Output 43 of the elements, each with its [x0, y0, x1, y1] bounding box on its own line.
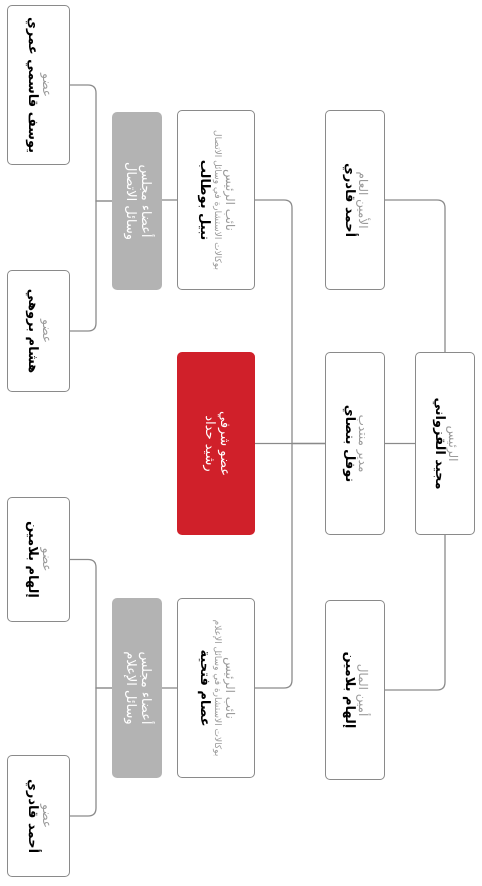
person-name: نوفل بنصاي — [340, 404, 356, 482]
person-box — [7, 755, 70, 877]
role-title: عضو — [39, 319, 53, 343]
role-title: أمين المال — [356, 664, 370, 716]
council-box — [112, 112, 162, 290]
role-title: عضو شرفي — [216, 411, 231, 476]
role-description: بوكالات الاستشارة في وسائل الإعلام — [211, 620, 222, 756]
person-name: إلهام بلامين — [340, 652, 356, 728]
role-title: الرئيس — [446, 426, 460, 462]
connector-line — [385, 199, 446, 352]
role-title: نائب الرئيس — [222, 169, 236, 231]
person-name: يوسف قاسمي عمري — [24, 17, 40, 153]
connector-line — [385, 535, 446, 691]
person-name: هشام بروهي — [24, 288, 40, 374]
person-box — [415, 352, 475, 535]
person-box — [7, 5, 70, 165]
connector-line — [70, 687, 112, 817]
person-box — [7, 270, 70, 392]
person-name: أحمد قادري — [24, 778, 40, 854]
person-name: رشيد حداد — [201, 415, 216, 472]
person-box — [325, 352, 385, 535]
council-box — [112, 598, 162, 778]
person-box — [177, 110, 255, 290]
role-title: عضو — [39, 548, 53, 572]
role-title: عضو — [39, 73, 53, 97]
person-name: نبيل بوطالب — [196, 160, 212, 240]
person-name: إلهام بلامين — [24, 521, 40, 598]
role-title: عضو — [40, 804, 53, 828]
connector-line — [162, 199, 177, 201]
person-box — [325, 600, 385, 780]
connector-line — [385, 442, 415, 444]
connector-line — [162, 687, 177, 689]
person-box — [177, 598, 255, 778]
connector-line — [70, 200, 112, 332]
role-title: نائب الرئيس — [222, 657, 236, 719]
person-name: مجيد القزواني — [430, 397, 446, 490]
role-title: مدير منتدب — [356, 414, 370, 472]
person-box — [325, 110, 385, 290]
person-name: عصام فتحية — [196, 650, 212, 727]
person-box — [7, 497, 70, 622]
connector-line — [255, 442, 325, 689]
honorary-member-box — [177, 352, 255, 535]
role-description: بوكالات الاستشارة في وسائل الاتصال — [211, 130, 222, 270]
